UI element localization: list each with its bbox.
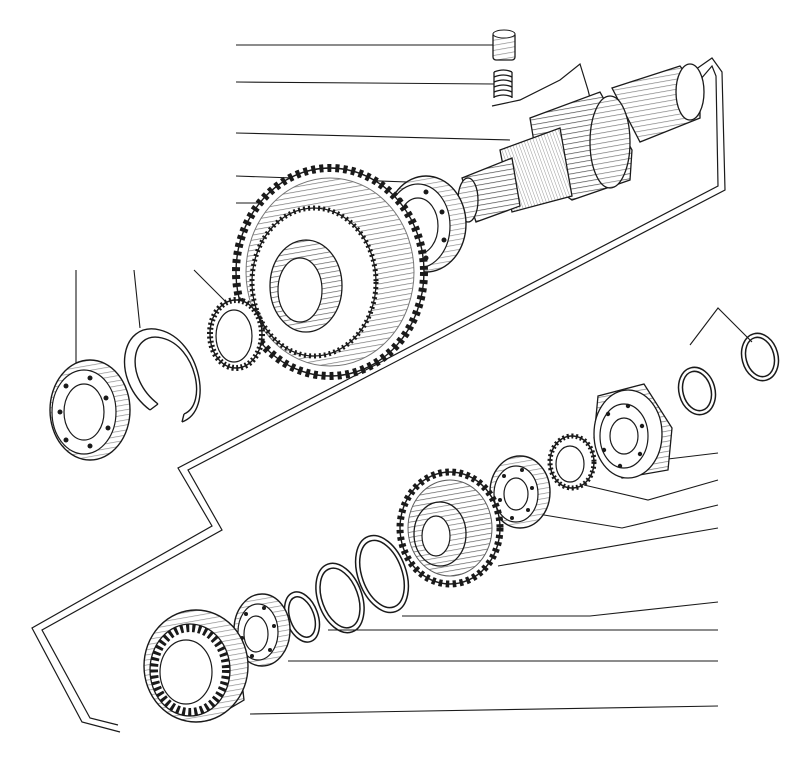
leader-shim-rings	[689, 307, 753, 346]
leader-right-2	[583, 479, 719, 501]
retaining-ring-medium	[315, 562, 365, 634]
screw-plug	[492, 29, 516, 61]
needle-bearing	[547, 433, 597, 491]
leader-right-8	[249, 705, 719, 715]
ball-bearing	[49, 359, 131, 461]
double-spur-gear	[396, 468, 504, 588]
leader-right-5	[402, 601, 719, 617]
leader-needle-bearing	[193, 269, 227, 303]
retaining-ring-large	[354, 534, 410, 614]
leader-input-shaft	[235, 132, 511, 141]
needle-roller-bearing	[207, 297, 265, 371]
tapered-bearing	[593, 383, 673, 479]
callout-leader-lines	[75, 44, 753, 715]
bearing-race	[233, 593, 291, 667]
shim-ring-b	[740, 332, 780, 382]
input-shaft	[457, 63, 705, 223]
leader-snap-ring	[133, 269, 141, 329]
leader-right-3	[537, 504, 719, 529]
assembly-boundary-outline	[31, 57, 726, 733]
shim-ring-a	[677, 366, 717, 416]
leader-right-1	[667, 452, 719, 460]
internal-ring-gear	[143, 609, 249, 723]
leader-right-4	[497, 527, 719, 567]
spring	[493, 69, 513, 98]
snap-ring	[123, 328, 201, 423]
leader-spring	[235, 81, 495, 85]
large-helical-gear	[232, 164, 428, 380]
small-bearing	[489, 455, 551, 529]
